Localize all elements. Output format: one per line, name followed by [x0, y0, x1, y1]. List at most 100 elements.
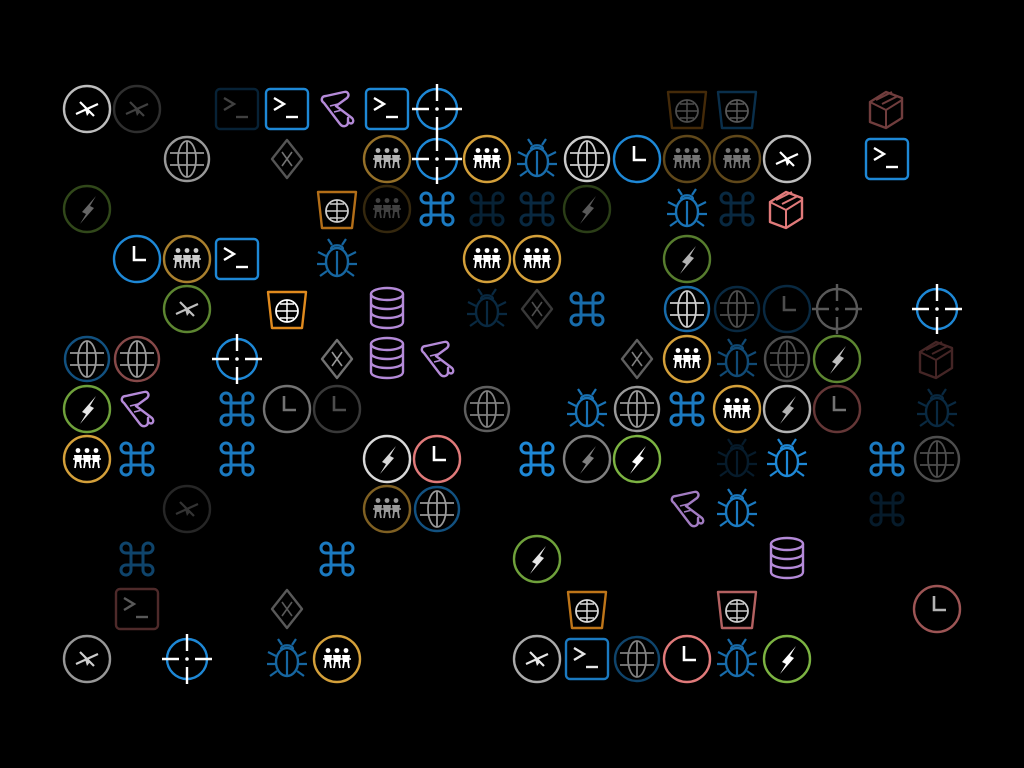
terminal-icon	[562, 634, 612, 684]
crosshair-icon	[912, 284, 962, 334]
globe-icon	[912, 434, 962, 484]
bucket-icon	[312, 184, 362, 234]
command-icon	[712, 184, 762, 234]
clock-icon	[912, 584, 962, 634]
diamond-icon	[512, 284, 562, 334]
bug-icon	[662, 184, 712, 234]
terminal-icon	[212, 234, 262, 284]
globe-icon	[162, 134, 212, 184]
clock-icon	[612, 134, 662, 184]
bug-icon	[762, 434, 812, 484]
globe-icon	[762, 334, 812, 384]
command-icon	[462, 184, 512, 234]
database-icon	[762, 534, 812, 584]
scroll-icon	[112, 384, 162, 434]
bug-icon	[712, 334, 762, 384]
bug-icon	[712, 634, 762, 684]
globe-icon	[62, 334, 112, 384]
compass-icon	[512, 634, 562, 684]
globe-icon	[412, 484, 462, 534]
terminal-icon	[112, 584, 162, 634]
people-icon	[512, 234, 562, 284]
people-icon	[362, 484, 412, 534]
bucket-icon	[262, 284, 312, 334]
database-icon	[362, 284, 412, 334]
clock-icon	[812, 384, 862, 434]
command-icon	[212, 434, 262, 484]
globe-icon	[112, 334, 162, 384]
bucket-icon	[712, 84, 762, 134]
bug-icon	[562, 384, 612, 434]
clock-icon	[112, 234, 162, 284]
scroll-icon	[662, 484, 712, 534]
clock-icon	[662, 634, 712, 684]
database-icon	[362, 334, 412, 384]
bug-icon	[512, 134, 562, 184]
clock-icon	[312, 384, 362, 434]
rocket-icon	[762, 634, 812, 684]
people-icon	[712, 134, 762, 184]
crosshair-icon	[812, 284, 862, 334]
diamond-icon	[312, 334, 362, 384]
rocket-icon	[812, 334, 862, 384]
command-icon	[862, 484, 912, 534]
rocket-icon	[62, 184, 112, 234]
rocket-icon	[562, 434, 612, 484]
compass-icon	[762, 134, 812, 184]
globe-icon	[562, 134, 612, 184]
compass-icon	[112, 84, 162, 134]
compass-icon	[162, 284, 212, 334]
rocket-icon	[62, 384, 112, 434]
command-icon	[862, 434, 912, 484]
rocket-icon	[662, 234, 712, 284]
diamond-icon	[262, 584, 312, 634]
terminal-icon	[212, 84, 262, 134]
people-icon	[462, 234, 512, 284]
command-icon	[212, 384, 262, 434]
command-icon	[112, 434, 162, 484]
globe-icon	[712, 284, 762, 334]
people-icon	[62, 434, 112, 484]
bug-icon	[462, 284, 512, 334]
rocket-icon	[362, 434, 412, 484]
people-icon	[312, 634, 362, 684]
rocket-icon	[612, 434, 662, 484]
clock-icon	[762, 284, 812, 334]
people-icon	[462, 134, 512, 184]
command-icon	[112, 534, 162, 584]
rocket-icon	[562, 184, 612, 234]
people-icon	[162, 234, 212, 284]
command-icon	[412, 184, 462, 234]
stack-icon	[762, 184, 812, 234]
rocket-icon	[512, 534, 562, 584]
compass-icon	[62, 634, 112, 684]
scroll-icon	[312, 84, 362, 134]
stack-icon	[862, 84, 912, 134]
bug-icon	[912, 384, 962, 434]
globe-icon	[462, 384, 512, 434]
terminal-icon	[362, 84, 412, 134]
bucket-icon	[712, 584, 762, 634]
bug-icon	[712, 484, 762, 534]
clock-icon	[412, 434, 462, 484]
diamond-icon	[612, 334, 662, 384]
bug-icon	[262, 634, 312, 684]
bug-icon	[312, 234, 362, 284]
clock-icon	[262, 384, 312, 434]
compass-icon	[162, 484, 212, 534]
scroll-icon	[412, 334, 462, 384]
people-icon	[662, 134, 712, 184]
terminal-icon	[862, 134, 912, 184]
people-icon	[712, 384, 762, 434]
crosshair-icon	[212, 334, 262, 384]
globe-icon	[612, 634, 662, 684]
crosshair-icon	[412, 134, 462, 184]
globe-icon	[662, 284, 712, 334]
people-icon	[362, 134, 412, 184]
command-icon	[662, 384, 712, 434]
bucket-icon	[562, 584, 612, 634]
people-icon	[662, 334, 712, 384]
command-icon	[512, 434, 562, 484]
stack-icon	[912, 334, 962, 384]
crosshair-icon	[412, 84, 462, 134]
